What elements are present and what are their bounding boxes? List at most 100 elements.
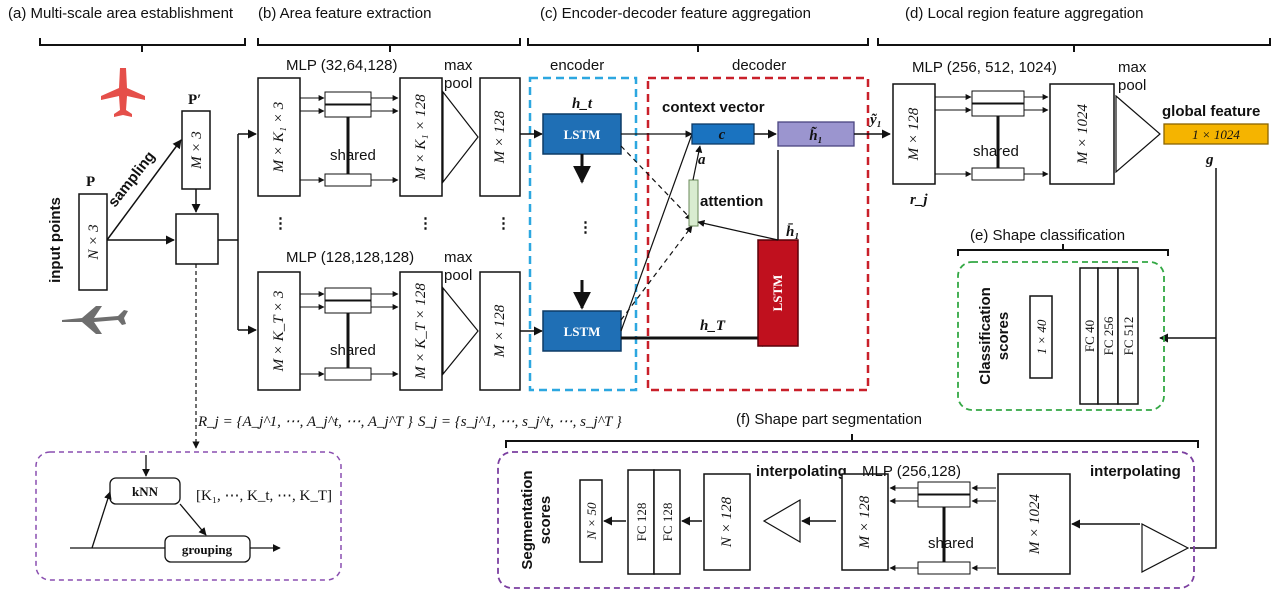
- c-label: c: [719, 127, 726, 143]
- mlp4-label: MLP (256,128): [862, 463, 961, 480]
- decoder-label: decoder: [732, 57, 786, 74]
- h1-bar-label: h̄₁: [786, 224, 800, 240]
- Rj-set: R_j = {A_j^1, ⋯, A_j^t, ⋯, A_j^T }: [197, 414, 413, 430]
- fc128b-label: FC 128: [660, 503, 675, 542]
- MKT-3-label: M × K_T × 3: [271, 291, 287, 373]
- max2-label: max: [444, 249, 473, 266]
- section-a-title: (a) Multi-scale area establishment: [8, 5, 234, 22]
- shared3-label: shared: [973, 143, 1019, 160]
- seg-M1024-box: [997, 473, 1071, 575]
- y1-tilde-label: ỹ₁: [868, 112, 882, 128]
- M1024-box: [1049, 83, 1115, 185]
- pool1-label: pool: [444, 75, 472, 92]
- n50-box: [579, 479, 603, 563]
- interp1-triangle: [762, 498, 801, 544]
- grouping-box: [175, 213, 219, 265]
- brace-f: [505, 434, 1199, 448]
- dots-b2: ⋮: [418, 215, 433, 232]
- dots-b1: ⋮: [273, 215, 288, 232]
- section-f-title: (f) Shape part segmentation: [736, 411, 922, 428]
- brace-a: [39, 38, 246, 52]
- global-feature-box: [1163, 123, 1269, 145]
- brace-d: [877, 38, 1271, 52]
- MK1-3-label: M × K₁ × 3: [271, 102, 287, 173]
- g-label: g: [1205, 152, 1214, 168]
- M128-box-1: [479, 77, 521, 197]
- brace-e: [957, 244, 1169, 256]
- decoder-lstm-label: LSTM: [770, 275, 785, 312]
- MKT-128-label: M × K_T × 128: [413, 283, 429, 380]
- shared2-label: shared: [330, 342, 376, 359]
- sampling-arrow: [106, 139, 182, 241]
- rj-label: r_j: [910, 192, 928, 208]
- n50-label: N × 50: [584, 502, 599, 540]
- fc40-label: FC 40: [1082, 320, 1097, 352]
- grouping-label: grouping: [182, 542, 233, 557]
- mlp1-label: MLP (32,64,128): [286, 57, 397, 74]
- section-d-title: (d) Local region feature aggregation: [905, 5, 1144, 22]
- mlp3-label: MLP (256, 512, 1024): [912, 59, 1057, 76]
- MK1-3-box: [257, 77, 301, 197]
- fc128b-box: [653, 469, 681, 575]
- shared1-label: shared: [330, 147, 376, 164]
- n128-box: [703, 473, 751, 571]
- knn-panel: [35, 451, 342, 581]
- h1-to-attn: [620, 145, 693, 221]
- attention-bar: [688, 179, 699, 227]
- rj-M128-label: M × 128: [906, 107, 922, 161]
- mlp4-shared-block: [889, 481, 996, 575]
- context-vector-label: context vector: [662, 99, 765, 116]
- mlp3-shared-block: [935, 90, 1049, 181]
- dots-enc: ⋮: [578, 219, 593, 236]
- global-feature-label: global feature: [1162, 103, 1260, 120]
- h1-tilde-label: h̃₁: [809, 126, 823, 144]
- cls-1x40-label: 1 × 40: [1034, 319, 1049, 354]
- encoder-lstm-top-label: LSTM: [564, 127, 601, 142]
- mlp1-shared-block: [300, 91, 399, 187]
- seg-M1024-label: M × 1024: [1027, 493, 1043, 555]
- decoder-lstm: [757, 239, 799, 347]
- brace-c: [527, 38, 869, 52]
- input-N3-box: [78, 193, 108, 291]
- mlp2-shared-block: [300, 287, 399, 381]
- airplane-red-icon: [101, 68, 145, 117]
- seg-M128-box: [841, 473, 889, 571]
- encoder-label: encoder: [550, 57, 604, 74]
- to-knn-diag: [91, 491, 112, 549]
- segment-panel: [497, 451, 1195, 589]
- section-e-title: (e) Shape classification: [970, 227, 1125, 244]
- M1024-label: M × 1024: [1075, 103, 1091, 165]
- MK1-128-box: [399, 77, 443, 197]
- P-prime-label: P′: [188, 92, 201, 108]
- M128-box-2: [479, 271, 521, 391]
- hT-to-attn: [620, 225, 693, 321]
- g-down-line: [1190, 168, 1217, 549]
- classification-scores-label-2: scores: [995, 312, 1012, 360]
- fc256-label: FC 256: [1101, 316, 1116, 355]
- interpolating-2-label: interpolating: [1090, 463, 1181, 480]
- pool2-label: pool: [444, 267, 472, 284]
- cls-1x40-box: [1029, 295, 1053, 379]
- interp2-triangle: [1141, 523, 1190, 573]
- airplane-gray-icon: [62, 306, 128, 334]
- attention-label: attention: [700, 193, 763, 210]
- attn-to-c: [692, 145, 703, 181]
- sampling-label: sampling: [105, 148, 159, 210]
- ht-label: h_t: [572, 96, 593, 112]
- M128-label-1: M × 128: [492, 110, 508, 164]
- encoder-lstm-bottom-label: LSTM: [564, 324, 601, 339]
- shared4-label: shared: [928, 535, 974, 552]
- hT-to-c: [620, 133, 693, 332]
- classification-scores-label-1: Classification: [977, 287, 994, 385]
- pool3-label: pool: [1118, 77, 1146, 94]
- decoder-panel: [646, 76, 870, 392]
- max1-label: max: [444, 57, 473, 74]
- interpolating-1-label: interpolating: [756, 463, 847, 480]
- segmentation-scores-label-2: scores: [537, 496, 554, 544]
- Sj-set: S_j = {s_j^1, ⋯, s_j^t, ⋯, s_j^T }: [418, 414, 622, 430]
- input-points-label: input points: [47, 197, 64, 283]
- grouping-op-box: [164, 535, 251, 563]
- fc512-box: [1117, 267, 1139, 405]
- k-list: [K₁, ⋯, K_t, ⋯, K_T]: [196, 488, 332, 504]
